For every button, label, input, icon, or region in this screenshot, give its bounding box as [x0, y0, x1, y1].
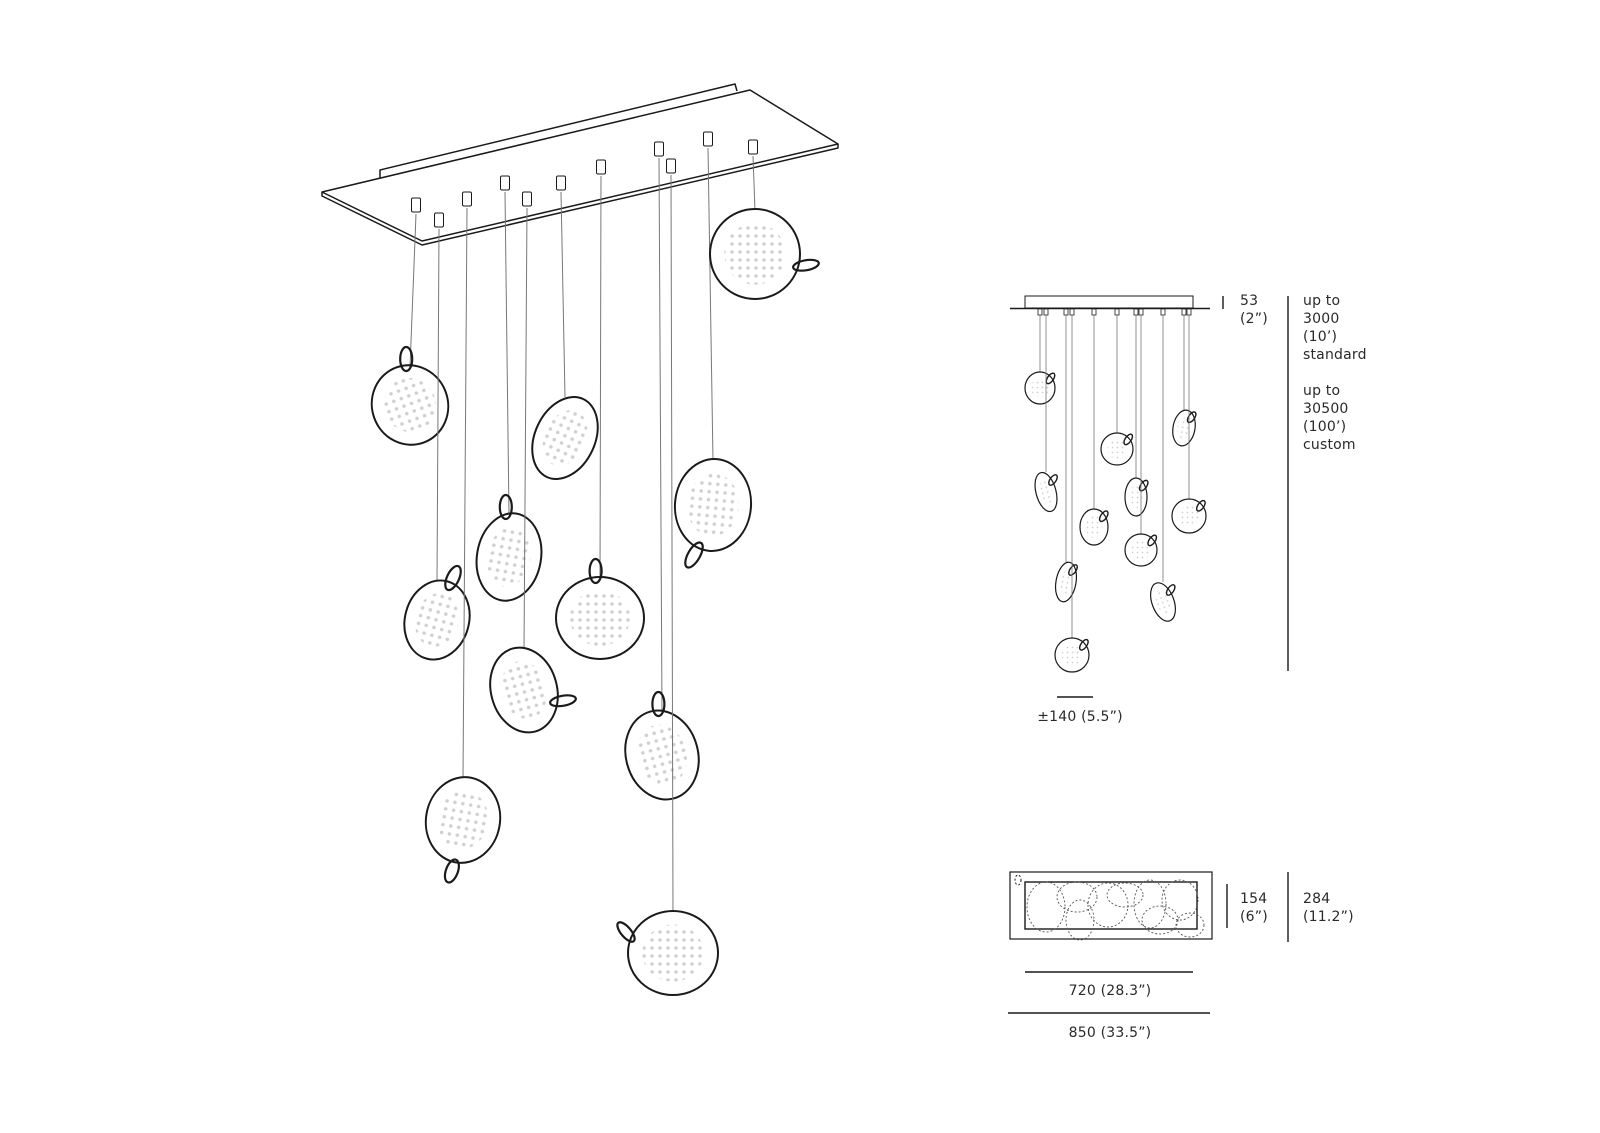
pendant-5 [489, 191, 577, 734]
side-pendant-7 [1124, 308, 1149, 517]
shade-loop [1098, 510, 1109, 523]
shade-loop [792, 258, 820, 272]
pendant-6 [531, 175, 599, 480]
shade-loop [651, 690, 666, 718]
pendant-11 [709, 139, 820, 300]
shade-loop [1195, 499, 1206, 512]
pendant-8 [624, 141, 700, 801]
plan-shade-outline [1133, 879, 1167, 929]
shade-loop [684, 541, 704, 569]
overall-width-label: 850 (33.5”) [1068, 1025, 1152, 1041]
side-pendant-4 [1054, 308, 1090, 673]
shade-loop [444, 564, 462, 592]
pendant-cord [560, 191, 566, 398]
pendant-7 [555, 159, 645, 660]
pendant-cord [523, 207, 528, 650]
plan-shade-outline [1065, 899, 1095, 941]
shade-loop [616, 921, 636, 943]
pendant-socket [500, 175, 510, 191]
glass-shade [403, 579, 471, 661]
glass-shade [709, 208, 801, 300]
plan-shade-outline [1056, 881, 1098, 913]
plan-shade-outline [1175, 912, 1205, 938]
plan-shade-outline [1161, 879, 1199, 921]
pendant-cord [504, 191, 510, 516]
pendant-cord [658, 157, 663, 713]
side-pendant-9 [1150, 308, 1176, 622]
pendant-socket [462, 191, 472, 207]
plan-shade-outline [1026, 881, 1066, 933]
pendant-4 [475, 175, 543, 602]
pendant-cord [707, 147, 714, 462]
pendant-socket [654, 141, 664, 157]
canopy-depth-label: 154 (6”) [1240, 891, 1268, 925]
pendant-1 [370, 197, 450, 446]
side-pendant-2 [1034, 308, 1058, 513]
drop-custom-label: up to 30500 (100’) custom [1303, 383, 1356, 453]
canopy-side [1024, 295, 1194, 309]
side-pendant-5 [1079, 308, 1109, 546]
pendant-9 [616, 158, 719, 996]
pendant-socket [666, 158, 676, 174]
pendant-3 [424, 191, 502, 884]
shade-loop [1123, 433, 1134, 446]
glass-shade [627, 910, 719, 996]
glass-shade [424, 776, 502, 864]
drop-standard-label: up to 3000 (10’) standard [1303, 293, 1367, 363]
plan-shade-outline [1106, 882, 1144, 908]
shade-loop [1068, 564, 1078, 576]
canopy-width-label: 720 (28.3”) [1068, 983, 1152, 999]
shade-loop [1048, 474, 1058, 486]
plan-shade-outline [1087, 882, 1129, 928]
side-pendant-1 [1024, 308, 1056, 405]
side-pendant-11 [1171, 308, 1207, 534]
shade-loop [588, 557, 603, 585]
pendant-cord [409, 213, 417, 368]
pendant-socket [556, 175, 566, 191]
shade-loop [443, 858, 460, 884]
side-pendant-6 [1100, 308, 1134, 466]
glass-shade [673, 458, 753, 552]
pendant-cord [670, 174, 674, 914]
plan-shade-outline [1141, 905, 1179, 935]
pendant-socket [434, 212, 444, 228]
pendant-socket [411, 197, 421, 213]
shade-loop [1045, 372, 1056, 385]
pendant-cord [436, 228, 440, 583]
shade-loop [1078, 638, 1089, 651]
glass-shade [475, 512, 543, 602]
shade-loop [498, 493, 513, 521]
pendant-socket [703, 131, 713, 147]
pendant-cord [462, 207, 468, 780]
pendant-10 [673, 131, 753, 569]
side-elevation-view [1010, 295, 1289, 698]
side-pendant-8 [1124, 308, 1158, 567]
shade-loop [1165, 584, 1176, 596]
side-pendant-10 [1172, 308, 1197, 447]
plan-view [1008, 871, 1289, 1014]
glass-shade [370, 364, 450, 446]
canopy-height-label: 53 (2”) [1240, 293, 1268, 327]
pendant-cord [752, 155, 756, 212]
pendant-socket [748, 139, 758, 155]
shade-loop [1147, 534, 1158, 547]
plan-loop-marker [1014, 874, 1022, 886]
pendant-2 [403, 212, 471, 661]
shade-loop [399, 345, 414, 373]
side-pendant-3 [1054, 308, 1078, 603]
overall-depth-label: 284 (11.2”) [1303, 891, 1354, 925]
glass-shade [555, 576, 645, 660]
pendant-cord [599, 175, 602, 580]
glass-shade [531, 396, 599, 480]
spread-label: ±140 (5.5”) [1037, 709, 1123, 725]
glass-shade [624, 709, 700, 801]
pendant-socket [522, 191, 532, 207]
pendant-socket [596, 159, 606, 175]
shade-loop [549, 694, 577, 708]
glass-shade [489, 646, 559, 734]
canopy-perspective [321, 83, 839, 246]
perspective-view [321, 83, 839, 996]
